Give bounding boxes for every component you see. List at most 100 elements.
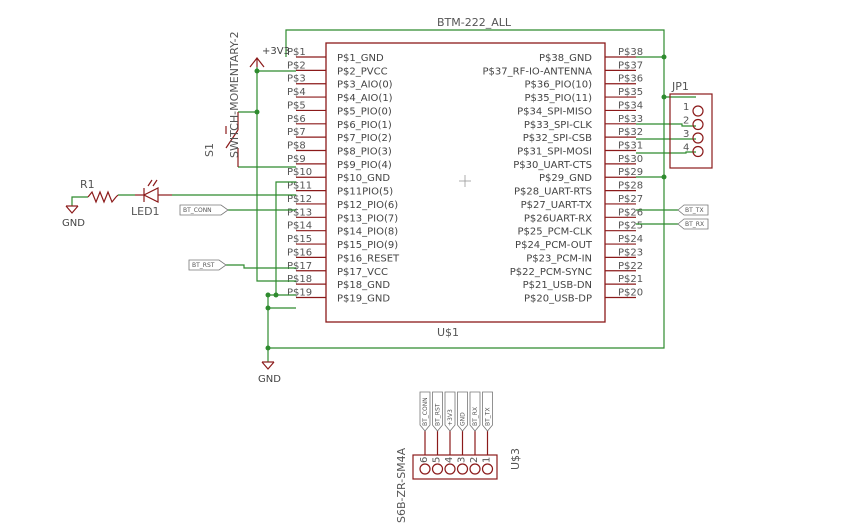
pin-name-label: P$21_USB-DN (523, 280, 592, 291)
net-tag-bt-rx[interactable]: BT_RX (677, 218, 709, 230)
led1-symbol[interactable] (135, 179, 172, 203)
module-pin-left[interactable]: P$12P$12_PIO(6) (287, 194, 398, 211)
module-pin-right[interactable]: P$34P$34_SPI-MISO (517, 100, 643, 117)
u3-pin-tag[interactable]: GND (457, 391, 468, 432)
pin-name-label: P$3_AIO(0) (337, 80, 393, 91)
pin-pad-label: P$10 (287, 167, 312, 178)
u3-pin-tag[interactable]: BT_TX (482, 391, 493, 432)
module-pin-left[interactable]: P$11P$11PIO(5) (287, 181, 393, 198)
pin-name-label: P$16_RESET (337, 253, 400, 264)
supply-3v3-symbol[interactable] (249, 57, 265, 68)
module-pin-left[interactable]: P$9P$9_PIO(4) (287, 154, 392, 171)
module-pin-left[interactable]: P$7P$7_PIO(2) (287, 127, 392, 144)
module-pin-left[interactable]: P$18P$18_GND (287, 274, 390, 291)
module-pin-right[interactable]: P$27P$27_UART-TX (521, 194, 643, 211)
wire-r1-gnd (71, 196, 88, 206)
u3-body[interactable] (412, 454, 498, 480)
module-pin-right[interactable]: P$20P$20_USB-DP (524, 287, 643, 304)
module-pin-right[interactable]: P$30P$30_UART-CTS (513, 154, 643, 171)
module-pin-left[interactable]: P$19P$19_GND (287, 287, 390, 304)
module-pin-left[interactable]: P$15P$15_PIO(9) (287, 234, 398, 251)
u3-pin-number: 2 (469, 457, 480, 463)
module-pin-right[interactable]: P$23P$23_PCM-IN (526, 247, 643, 264)
u3-pin-tag[interactable]: BT_RX (469, 391, 481, 432)
pin-name-label: P$1_GND (337, 53, 384, 64)
u3-pin[interactable]: 1 (482, 430, 494, 475)
jp1-pin-number: 4 (683, 143, 689, 154)
wire-jp1-4 (636, 151, 696, 154)
pin-name-label: P$33_SPI-CLK (524, 120, 593, 131)
module-pin-left[interactable]: P$4P$4_AIO(1) (287, 87, 393, 104)
u3-value: S6B-ZR-SM4A (395, 447, 408, 523)
net-tag-bt-rst[interactable]: BT_RST (188, 259, 227, 271)
module-pin-left[interactable]: P$6P$6_PIO(1) (287, 114, 392, 131)
module-pin-left[interactable]: P$13P$13_PIO(7) (287, 207, 398, 224)
pin-name-label: P$23_PCM-IN (526, 253, 592, 264)
pin-pad-label: P$21 (618, 274, 643, 285)
pin-name-label: P$9_PIO(4) (337, 160, 392, 171)
pin-name-label: P$37_RF-IO-ANTENNA (483, 66, 593, 77)
switch-s1-symbol[interactable] (225, 112, 239, 167)
module-pin-left[interactable]: P$16P$16_RESET (287, 247, 400, 264)
module-pin-right[interactable]: P$37P$37_RF-IO-ANTENNA (483, 60, 644, 77)
module-pin-right[interactable]: P$29P$29_GND (539, 167, 643, 184)
jp1-body[interactable] (669, 93, 713, 169)
module-pin-left[interactable]: P$10P$10_GND (287, 167, 390, 184)
u3-pin[interactable]: 3 (457, 430, 469, 475)
pin-pad-label: P$16 (287, 247, 312, 258)
net-tag-bt-tx[interactable]: BT_TX (677, 204, 709, 216)
module-pin-right[interactable]: P$31P$31_SPI-MOSI (517, 141, 643, 158)
pin-name-label: P$14_PIO(8) (337, 227, 398, 238)
pin-pad-label: P$37 (618, 60, 643, 71)
u3-pin-tag[interactable]: BT_CONN (419, 391, 431, 432)
u3-pin[interactable]: 5 (432, 430, 444, 475)
module-pin-left[interactable]: P$5P$5_PIO(0) (287, 100, 392, 117)
pin-pad-label: P$2 (287, 60, 306, 71)
module-pin-left[interactable]: P$1P$1_GND (287, 47, 384, 64)
module-pin-right[interactable]: P$36P$36_PIO(10) (525, 74, 644, 91)
resistor-ref: R1 (80, 178, 95, 191)
u3-pin-tag[interactable]: +3V3 (444, 391, 456, 432)
pin-pad-label: P$5 (287, 100, 306, 111)
module-pin-right[interactable]: P$24P$24_PCM-OUT (515, 234, 643, 251)
module-body[interactable] (325, 42, 606, 323)
module-pin-left[interactable]: P$8P$8_PIO(3) (287, 141, 392, 158)
module-pin-left[interactable]: P$14P$14_PIO(8) (287, 221, 398, 238)
wire-gnd-right (268, 57, 665, 349)
module-pin-right[interactable]: P$21P$21_USB-DN (523, 274, 644, 291)
pin-name-label: P$34_SPI-MISO (517, 106, 592, 117)
module-pin-right[interactable]: P$33P$33_SPI-CLK (524, 114, 643, 131)
u3-pin-tag[interactable]: BT_RST (432, 391, 443, 432)
jp1-pin[interactable]: 3 (683, 129, 704, 144)
resistor-r1-symbol[interactable] (87, 190, 119, 204)
module-pin-left[interactable]: P$3P$3_AIO(0) (287, 74, 393, 91)
gnd-symbol-bottom[interactable] (261, 361, 275, 370)
module-pin-right[interactable]: P$26P$26UART-RX (524, 207, 643, 224)
module-pin-right[interactable]: P$35P$35_PIO(11) (525, 87, 644, 104)
pin-pad-label: P$6 (287, 114, 306, 125)
module-pin-left[interactable]: P$2P$2_PVCC (287, 60, 388, 77)
u3-pin[interactable]: 2 (469, 430, 481, 475)
u3-pin-number: 6 (419, 457, 430, 463)
module-pin-right[interactable]: P$32P$32_SPI-CSB (523, 127, 643, 144)
pin-name-label: P$17_VCC (337, 267, 388, 278)
net-tag-bt-conn-text: BT_CONN (183, 207, 212, 214)
module-pin-left[interactable]: P$17P$17_VCC (287, 261, 388, 278)
pin-pad-label: P$25 (618, 221, 643, 232)
pin-name-label: P$31_SPI-MOSI (517, 147, 592, 158)
u3-pin[interactable]: 6 (419, 430, 431, 475)
module-pin-right[interactable]: P$25P$25_PCM-CLK (518, 221, 644, 238)
module-pin-right[interactable]: P$28P$28_UART-RTS (514, 181, 643, 198)
module-pin-right[interactable]: P$22P$22_PCM-SYNC (510, 261, 643, 278)
jp1-pin[interactable]: 4 (683, 143, 704, 158)
module-left-pins: P$1P$1_GNDP$2P$2_PVCCP$3P$3_AIO(0)P$4P$4… (287, 47, 400, 304)
net-tag-bt-conn[interactable]: BT_CONN (179, 204, 229, 216)
jp1-pin[interactable]: 2 (683, 116, 704, 131)
u3-pin[interactable]: 4 (444, 430, 456, 475)
module-pin-right[interactable]: P$38P$38_GND (539, 47, 643, 64)
pin-name-label: P$12_PIO(6) (337, 200, 398, 211)
gnd-symbol-left[interactable] (65, 205, 79, 214)
pin-pad-label: P$29 (618, 167, 643, 178)
jp1-pin[interactable]: 1 (683, 102, 704, 117)
pin-name-label: P$36_PIO(10) (525, 80, 593, 91)
